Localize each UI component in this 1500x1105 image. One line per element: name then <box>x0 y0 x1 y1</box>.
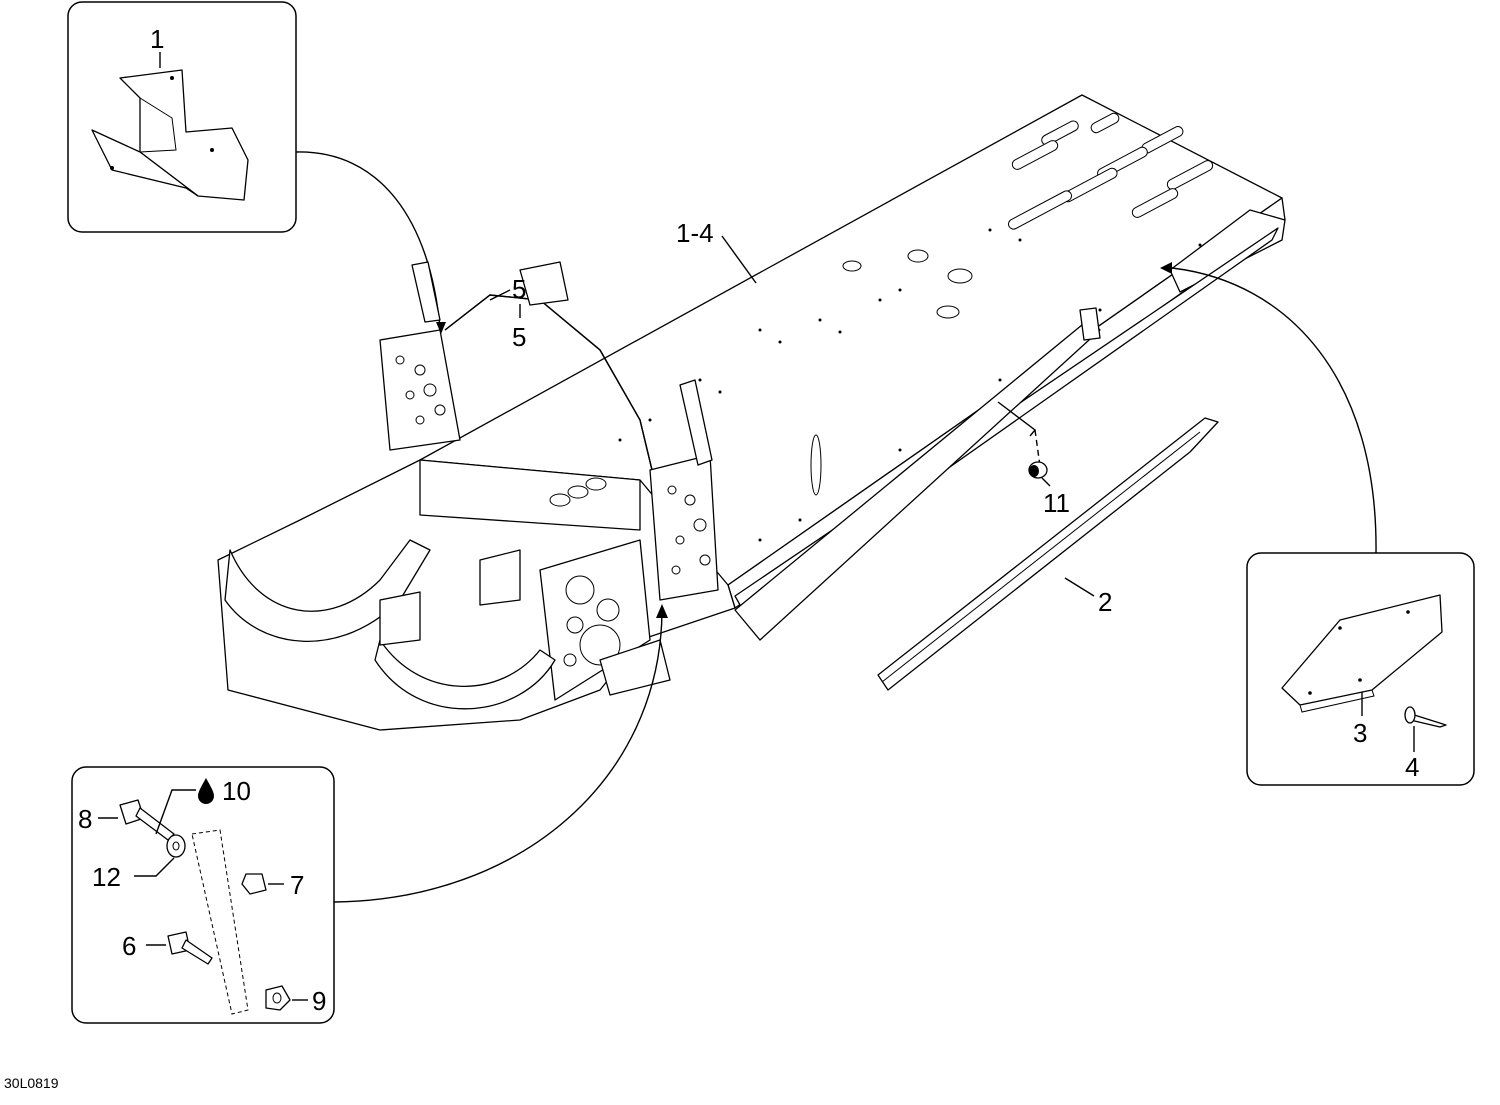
callout-11: 11 <box>1043 488 1070 518</box>
callout-1: 1 <box>150 24 164 54</box>
detail-box-3-4: 3 4 <box>1246 552 1475 786</box>
callout-1-4: 1-4 <box>676 218 714 248</box>
frame-assembly <box>217 94 1286 731</box>
leader-arc-3-4 <box>1171 267 1377 554</box>
callout-3: 3 <box>1353 718 1367 748</box>
callout-6: 6 <box>122 931 136 961</box>
oil-drop-icon <box>198 778 214 804</box>
leader-arc-hardware <box>333 611 663 903</box>
callout-7: 7 <box>290 870 304 900</box>
figure-code: 30L0819 <box>4 1075 59 1091</box>
callout-12: 12 <box>92 862 121 892</box>
callout-4: 4 <box>1405 752 1419 782</box>
callout-9: 9 <box>312 986 326 1016</box>
callout-5-bottom: 5 <box>512 322 526 352</box>
callout-2: 2 <box>1098 587 1112 617</box>
callout-8: 8 <box>78 804 92 834</box>
detail-box-1: 1 <box>67 1 297 233</box>
callout-5-top: 5 <box>512 274 526 304</box>
running-board-2: 2 <box>877 417 1219 691</box>
tunnel-slots <box>1008 112 1214 230</box>
plug-11: 11 <box>1028 461 1070 518</box>
detail-box-hardware: 8 12 10 7 6 9 <box>71 766 335 1024</box>
rivet-dots <box>618 228 1202 542</box>
callout-10: 10 <box>222 776 251 806</box>
leader-arc-1 <box>295 151 441 329</box>
